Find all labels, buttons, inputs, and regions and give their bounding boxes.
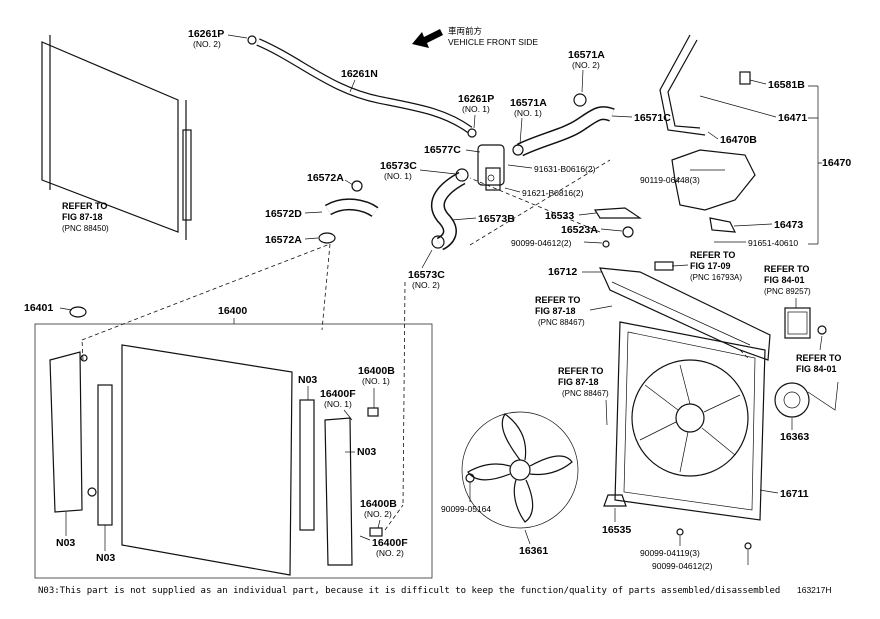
refer-84-01-a-l3: (PNC 89257) [764,287,811,296]
refer-84-01-b-l2: FIG 84-01 [796,364,837,374]
label-16523A: 16523A [561,224,598,236]
label-16573B: 16573B [478,213,515,225]
support-16712-illustration [599,261,771,361]
label-16581B: 16581B [768,79,805,91]
footer-note: N03:This part is not supplied as an indi… [38,586,780,596]
figure-id: 163217H [797,585,832,595]
label-90099-04612-bottom: 90099-04612(2) [652,561,713,571]
vehicle-front-direction: 車両前方 VEHICLE FRONT SIDE [412,26,538,48]
label-16533: 16533 [545,210,574,222]
radiator-assembly-box [34,323,433,579]
refer-84-01-b-l1: REFER TO [796,353,841,363]
direction-jp: 車両前方 [448,26,482,36]
hose-16261N-illustration [247,35,477,138]
label-90099-04612-top: 90099-04612(2) [511,238,572,248]
refer-87-18-a-l2: FIG 87-18 [535,306,576,316]
sub-16400B-no1: (NO. 1) [362,376,390,386]
label-16572A-bottom: 16572A [265,234,302,246]
grommet-16535-illustration [603,494,627,507]
motor-16363-illustration [774,381,839,418]
condenser-illustration [41,35,192,240]
label-16571C: 16571C [634,112,671,124]
relay-illustration [784,307,827,339]
label-91621-B0816: 91621-B0816(2) [522,188,584,198]
refer-17-09-l2: FIG 17-09 [690,261,731,271]
label-16400: 16400 [218,305,247,317]
label-91651-40610: 91651-40610 [748,238,798,248]
water-outlet-16577C-illustration [477,144,505,191]
label-n03-a: N03 [56,537,75,549]
refer-87-18-a-l3: (PNC 88467) [538,318,585,327]
label-90099-04119: 90099-04119(3) [640,548,700,558]
sub-16573C-no1: (NO. 1) [384,171,412,181]
refer-84-01-a-l2: FIG 84-01 [764,275,805,285]
refer-84-01-a-l1: REFER TO [764,264,809,274]
sub-16571A-no2: (NO. 2) [572,60,600,70]
hose-16573B-illustration [430,168,469,251]
label-n03-c: N03 [298,374,317,386]
label-n03-d: N03 [357,446,376,458]
label-16261P-no1: 16261P [458,93,494,105]
label-16471: 16471 [778,112,807,124]
label-16573C-no2: 16573C [408,269,445,281]
label-16571A-no2: 16571A [568,49,605,61]
dashed-connectors [81,159,751,531]
label-16571A-no1: 16571A [510,97,547,109]
label-n03-b: N03 [96,552,115,564]
label-16261N: 16261N [341,68,378,80]
label-16261P-no2: 16261P [188,28,224,40]
label-16400B-no2: 16400B [360,498,397,510]
hose-16571C-illustration [512,93,615,157]
sub-16261P-no1: (NO. 1) [462,104,490,114]
label-16572D: 16572D [265,208,302,220]
label-16473: 16473 [774,219,803,231]
label-16401: 16401 [24,302,53,314]
sub-16400B-no2: (NO. 2) [364,509,392,519]
label-16572A-top: 16572A [307,172,344,184]
label-16470B: 16470B [720,134,757,146]
arrow-icon [412,29,443,48]
label-90099-05164: 90099-05164 [441,504,491,514]
sub-16571A-no1: (NO. 1) [514,108,542,118]
label-16400B-no1: 16400B [358,365,395,377]
label-16577C: 16577C [424,144,461,156]
refer-87-18-b-l3: (PNC 88467) [562,389,609,398]
refer-17-09-l3: (PNC 16793A) [690,273,742,282]
label-16400F-no1: 16400F [320,388,356,400]
label-16573C-no1: 16573C [380,160,417,172]
label-16400F-no2: 16400F [372,537,408,549]
direction-en: VEHICLE FRONT SIDE [448,37,538,47]
label-16363: 16363 [780,431,809,443]
refer-condenser-l1: REFER TO [62,201,107,211]
label-16535: 16535 [602,524,631,536]
refer-17-09-l1: REFER TO [690,250,735,260]
sub-16400F-no1: (NO. 1) [324,399,352,409]
label-16361: 16361 [519,545,548,557]
bracket-16533-illustration [593,207,642,248]
shroud-16711-illustration [614,321,766,521]
refer-87-18-b-l1: REFER TO [558,366,603,376]
refer-condenser-l3: (PNC 88450) [62,224,109,233]
sub-16573C-no2: (NO. 2) [412,280,440,290]
label-90119-06448: 90119-06448(3) [640,175,700,185]
label-16711: 16711 [780,488,809,500]
radiator-core-illustration [49,344,353,576]
label-16470: 16470 [822,157,851,169]
refer-87-18-a-l1: REFER TO [535,295,580,305]
refer-87-18-b-l2: FIG 87-18 [558,377,599,387]
hose-16572D-illustration [318,180,379,244]
refer-condenser-l2: FIG 87-18 [62,212,103,222]
reservoir-16470-illustration [659,34,756,233]
fan-16361-illustration [461,411,579,529]
sub-16261P-no2: (NO. 2) [193,39,221,49]
label-16712: 16712 [548,266,577,278]
sub-16400F-no2: (NO. 2) [376,548,404,558]
label-91631-B0616: 91631-B0616(2) [534,164,596,174]
